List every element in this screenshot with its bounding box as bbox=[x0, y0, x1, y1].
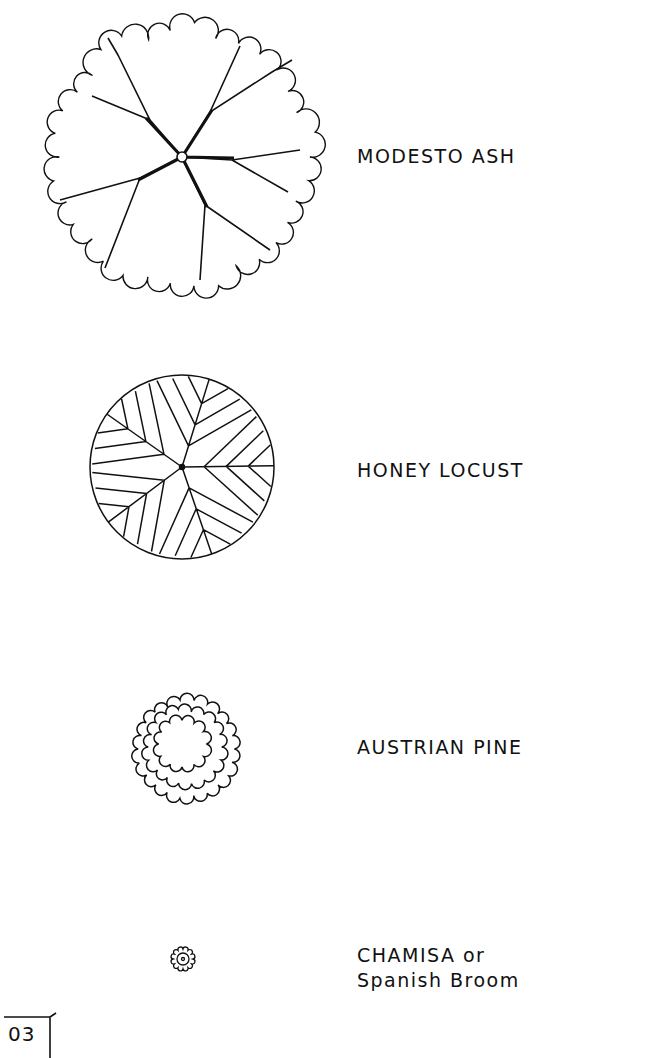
modesto-ash-symbol bbox=[44, 14, 325, 298]
honey-locust-symbol bbox=[90, 375, 274, 559]
outline-stroke bbox=[142, 704, 228, 790]
trunk-dot bbox=[180, 465, 185, 470]
chamisa-symbol bbox=[171, 947, 195, 971]
outline-stroke bbox=[153, 715, 211, 772]
outline-stroke bbox=[177, 953, 189, 965]
legend-label: CHAMISA or Spanish Broom bbox=[357, 943, 562, 993]
outline-stroke bbox=[92, 376, 274, 557]
outline-stroke bbox=[132, 693, 240, 804]
outline-stroke bbox=[182, 958, 185, 961]
outline-stroke bbox=[44, 14, 325, 298]
austrian-pine-symbol bbox=[132, 693, 240, 804]
legend-label: AUSTRIAN PINE bbox=[357, 735, 522, 760]
legend-label: HONEY LOCUST bbox=[357, 458, 524, 483]
sheet-number: 03 bbox=[8, 1022, 35, 1047]
legend-label: MODESTO ASH bbox=[357, 144, 516, 169]
outline-stroke bbox=[171, 947, 195, 971]
sheet-bracket bbox=[4, 1013, 56, 1058]
